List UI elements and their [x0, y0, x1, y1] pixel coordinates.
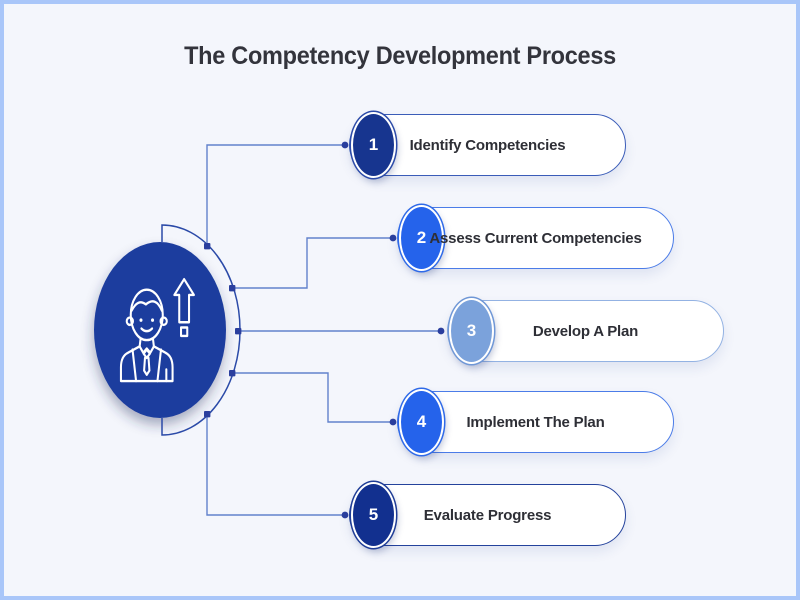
connector-dot: [204, 243, 211, 250]
growth-arrow-base: [180, 326, 189, 338]
step-pill-5: 5 Evaluate Progress: [349, 482, 626, 548]
connector-dot: [389, 418, 397, 426]
step-pill-3: 3 Develop A Plan: [447, 298, 724, 364]
person-torso: [119, 345, 174, 383]
person-eye-right: [151, 318, 155, 322]
step-pill-2: 2 Assess Current Competencies: [397, 205, 674, 271]
pill-end-dots: [341, 141, 445, 519]
arc-junction-dots: [204, 243, 242, 418]
step-label: Develop A Plan: [532, 322, 639, 340]
step-number-badge: 5: [351, 482, 396, 548]
connector-line-4: [232, 372, 393, 423]
person-ear-left: [125, 316, 134, 327]
person-head: [129, 288, 164, 342]
person-tie: [143, 356, 151, 376]
connector-line-5: [206, 414, 345, 516]
step-label: Identify Competencies: [409, 136, 566, 154]
connector-line-2: [232, 237, 393, 289]
connector-dot: [389, 234, 397, 242]
connector-dot: [235, 328, 242, 335]
person-neck: [138, 337, 155, 348]
step-number-badge: 4: [399, 389, 444, 455]
connector-dot: [229, 370, 236, 377]
person-ear-right: [159, 316, 168, 327]
person-eye-left: [139, 318, 143, 322]
connector-line-1: [206, 144, 345, 246]
person-growth-icon: [119, 277, 195, 383]
step-number-badge: 1: [351, 112, 396, 178]
step-label: Assess Current Competencies: [429, 229, 642, 247]
step-number-badge: 3: [449, 298, 494, 364]
step-number-badge: 2: [399, 205, 444, 271]
step-number: 5: [368, 505, 379, 524]
connector-dot: [341, 511, 349, 519]
connector-lines: [206, 144, 441, 516]
step-label: Implement The Plan: [466, 413, 605, 431]
process-diagram: [94, 141, 445, 519]
person-jacket-lines: [131, 348, 163, 383]
step-number: 4: [416, 412, 427, 431]
connector-dot: [341, 141, 349, 149]
step-pill-4: 4 Implement The Plan: [397, 389, 674, 455]
person-hair: [130, 300, 163, 312]
connector-dot: [437, 327, 445, 335]
person-smile: [140, 327, 154, 333]
step-number: 3: [466, 321, 477, 340]
step-label: Evaluate Progress: [423, 506, 552, 524]
person-tie-knot: [142, 348, 151, 360]
page-title: The Competency Development Process: [184, 42, 616, 70]
step-pill-1: 1 Identify Competencies: [349, 112, 626, 178]
connector-dot: [204, 411, 211, 418]
step-number: 2: [416, 228, 427, 247]
connector-dot: [229, 285, 236, 292]
growth-arrow-icon: [173, 277, 195, 324]
step-number: 1: [368, 135, 379, 154]
